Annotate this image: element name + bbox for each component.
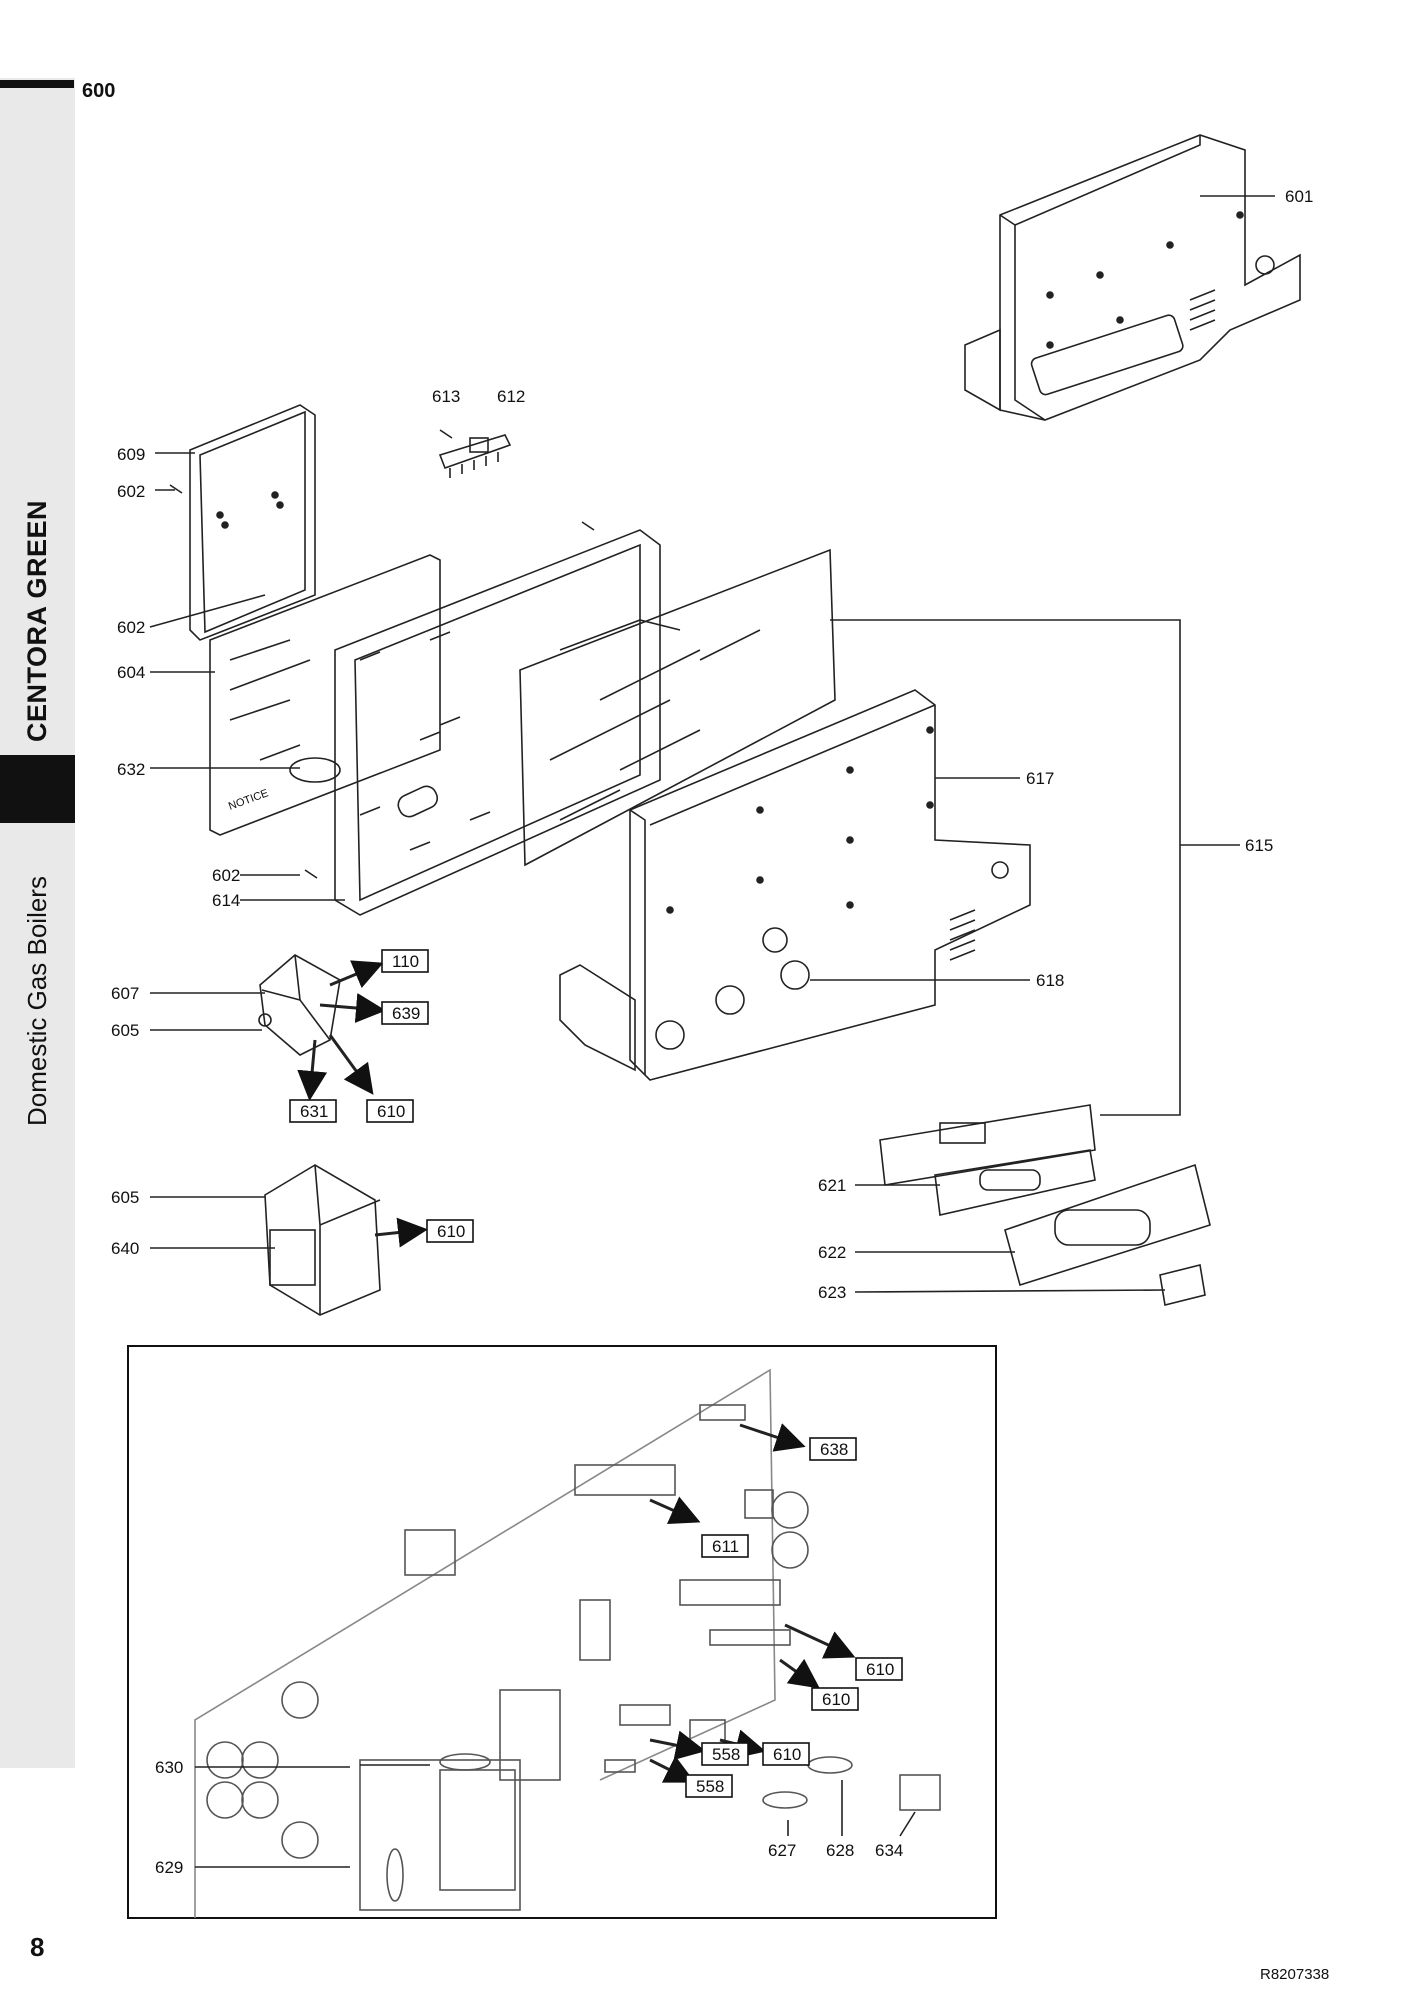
screw-602-bottom (304, 869, 318, 879)
screw-613 (439, 429, 453, 439)
screw-602-top (581, 521, 595, 531)
part-617-chassis (559, 689, 1031, 1081)
section-bar (0, 80, 74, 88)
ref-box-frames (289, 949, 903, 1798)
label-627: 627 (768, 1841, 796, 1860)
label-629: 629 (155, 1858, 183, 1877)
label-634: 634 (875, 1841, 903, 1860)
ref-610b: 610 (437, 1222, 465, 1241)
label-612: 612 (497, 387, 525, 406)
ref-610a: 610 (377, 1102, 405, 1121)
label-617: 617 (1026, 769, 1054, 788)
ref-110: 110 (392, 952, 419, 971)
label-618: 618 (1036, 971, 1064, 990)
part-623-window (1159, 1264, 1206, 1306)
label-628: 628 (826, 1841, 854, 1860)
label-622: 622 (818, 1243, 846, 1262)
side-tab-strip (0, 78, 75, 1768)
label-632: 632 (117, 760, 145, 779)
label-601: 601 (1285, 187, 1313, 206)
ref-610d: 610 (822, 1690, 850, 1709)
ref-638: 638 (820, 1440, 848, 1459)
label-621: 621 (818, 1176, 846, 1195)
page-number: 8 (30, 1932, 45, 1962)
label-607: 607 (111, 984, 139, 1003)
label-613: 613 (432, 387, 460, 406)
label-623: 623 (818, 1283, 846, 1302)
notice-label: NOTICE (227, 787, 270, 812)
arrows-relay (297, 960, 428, 1248)
label-605a: 605 (111, 1021, 139, 1040)
part-604-label-panel (209, 554, 441, 836)
ref-558b: 558 (696, 1777, 724, 1796)
part-621-bracket (934, 1149, 1096, 1216)
section-number: 600 (82, 80, 116, 102)
label-602a: 602 (117, 482, 145, 501)
part-601-chassis (964, 134, 1301, 421)
part-609-cover (189, 404, 316, 641)
part-622-fascia (1004, 1163, 1211, 1287)
label-615: 615 (1245, 836, 1273, 855)
part-640-transformer (264, 1164, 381, 1316)
label-640: 640 (111, 1239, 139, 1258)
label-604: 604 (117, 663, 145, 682)
ref-610e: 610 (773, 1745, 801, 1764)
label-602c: 602 (212, 866, 240, 885)
ref-611: 611 (712, 1537, 739, 1556)
part-pcb (519, 548, 836, 867)
side-tab-marker (0, 755, 75, 823)
label-605b: 605 (111, 1188, 139, 1207)
ref-631: 631 (300, 1102, 328, 1121)
part-612-terminal (438, 434, 512, 478)
pcb-detail-panel (127, 1345, 997, 1919)
label-609: 609 (117, 445, 145, 464)
ref-639: 639 (392, 1004, 420, 1023)
part-621-display-board (879, 1104, 1096, 1186)
drawing-reference: R8207338 (1260, 1966, 1330, 1983)
label-630: 630 (155, 1758, 183, 1777)
ref-610c: 610 (866, 1660, 894, 1679)
screw-602-left (169, 484, 183, 494)
part-607-relay (258, 954, 341, 1056)
label-614: 614 (212, 891, 240, 910)
ref-558a: 558 (712, 1745, 740, 1764)
label-602b: 602 (117, 618, 145, 637)
